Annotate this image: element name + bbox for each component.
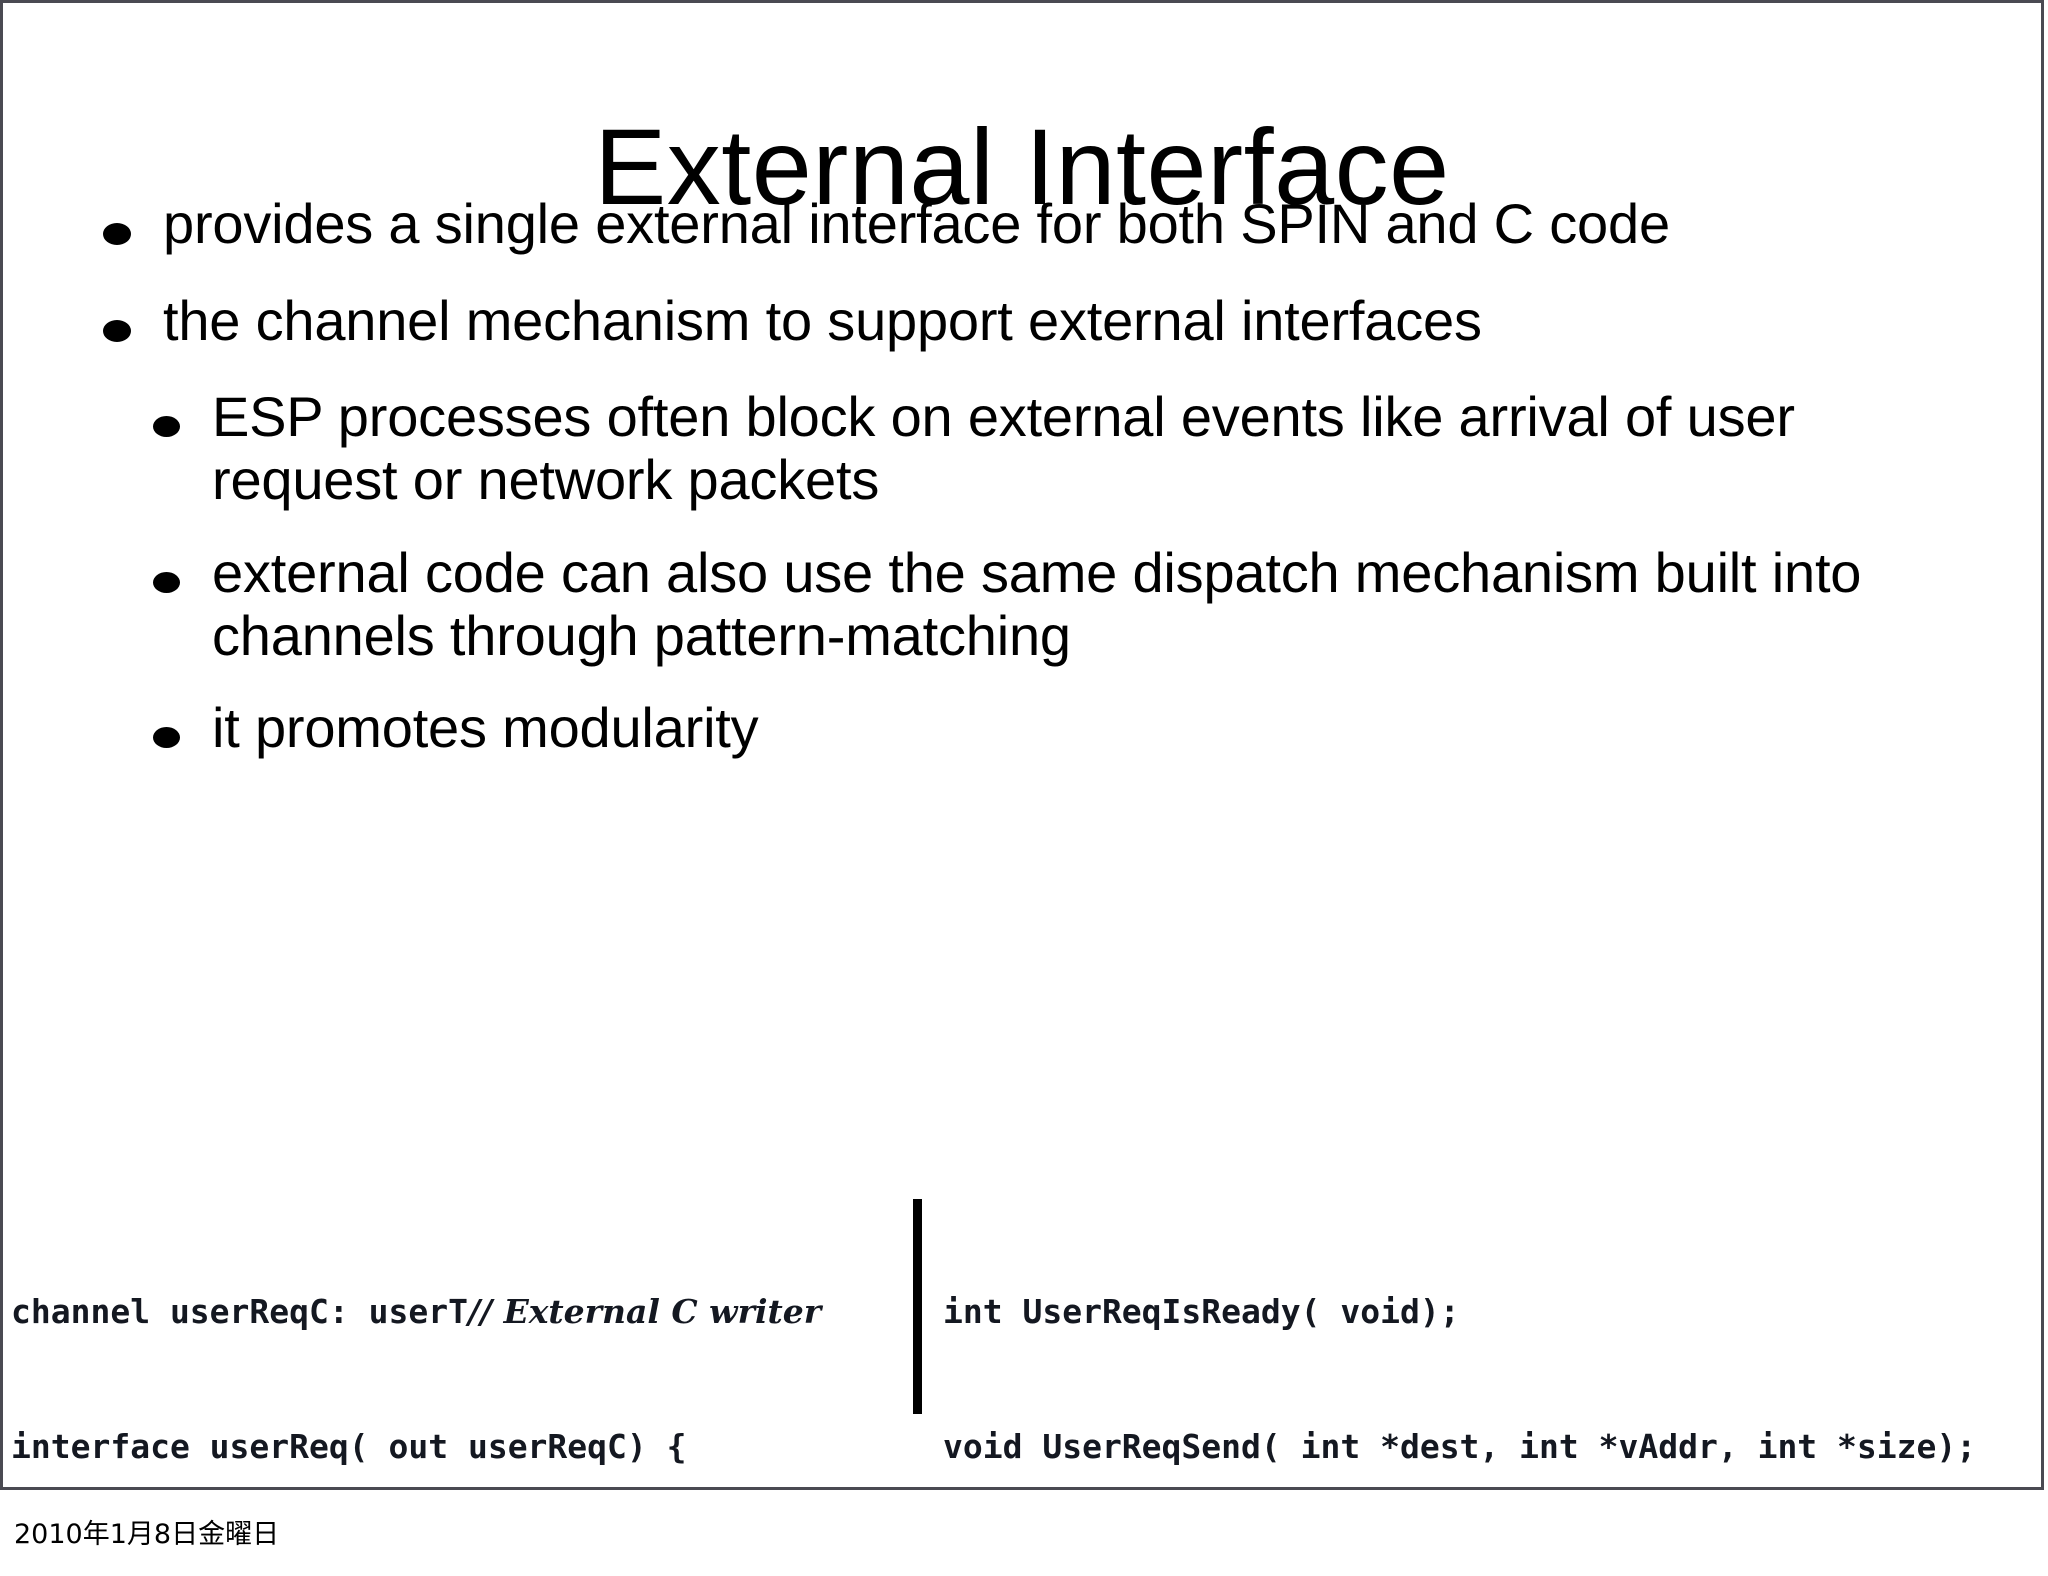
code-line: void UserReqSend( int *dest, int *vAddr,… — [943, 1427, 1977, 1466]
list-item-label: the channel mechanism to support externa… — [163, 288, 1482, 352]
list-item-label: external code can also use the same disp… — [212, 540, 1862, 667]
code-line: channel userReqC: userT// External C wri… — [11, 1289, 911, 1334]
bullet-dot-icon — [153, 727, 180, 749]
code-line: interface userReq( out userReqC) { — [11, 1427, 687, 1466]
code-block-spin: channel userReqC: userT// External C wri… — [11, 1199, 911, 1487]
bullet-list: provides a single external interface for… — [3, 192, 2041, 790]
bullet-dot-icon — [103, 223, 131, 245]
code-line: int UserReqIsReady( void); — [943, 1292, 1460, 1331]
footer-date: 2010年1月8日金曜日 — [14, 1519, 280, 1550]
list-item-label: it promotes modularity — [212, 696, 759, 760]
page-title: External Interface — [594, 106, 1450, 228]
list-item-label: ESP processes often block on external ev… — [212, 385, 1795, 512]
code-comment: // External C writer — [467, 1292, 822, 1331]
list-item: the channel mechanism to support externa… — [3, 288, 2041, 353]
list-item: external code can also use the same disp… — [3, 540, 2041, 667]
bullet-dot-icon — [103, 319, 131, 342]
list-item: it promotes modularity — [3, 697, 2041, 760]
list-item: provides a single external interface for… — [3, 192, 2041, 256]
code-figure: channel userReqC: userT// External C wri… — [3, 1199, 2041, 1466]
code-block-c: int UserReqIsReady( void); void UserReqS… — [943, 1199, 2041, 1487]
code-line-text: channel userReqC: userT — [11, 1292, 468, 1331]
bullet-dot-icon — [153, 571, 180, 593]
list-item: ESP processes often block on external ev… — [3, 385, 2041, 512]
code-column-divider — [913, 1199, 922, 1414]
bullet-dot-icon — [153, 416, 180, 438]
list-item-label: provides a single external interface for… — [163, 192, 1670, 255]
slide-frame: External Interface provides a single ext… — [0, 0, 2044, 1490]
